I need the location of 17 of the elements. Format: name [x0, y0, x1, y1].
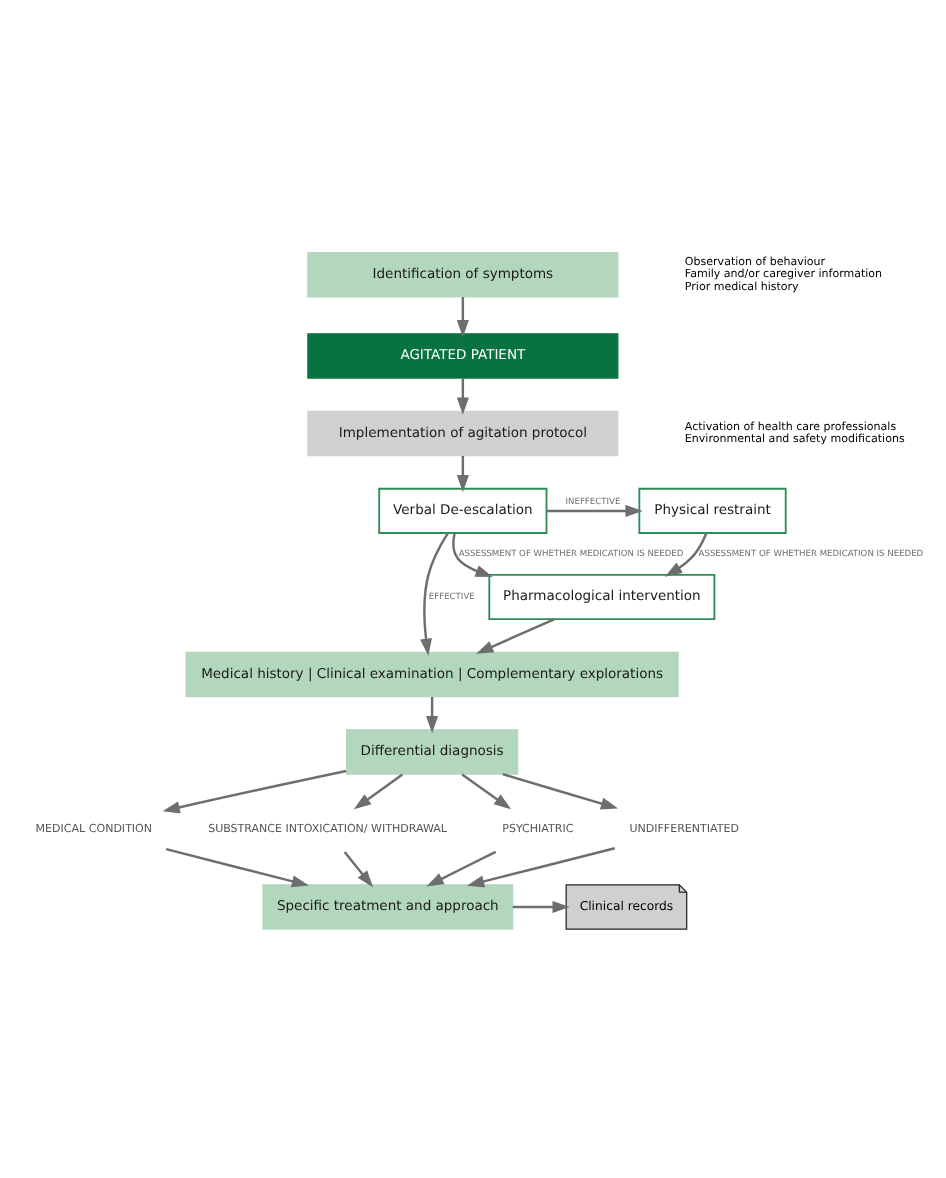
arrow [456, 455, 469, 493]
arrow [456, 297, 469, 338]
arrow [546, 504, 643, 517]
arrow [461, 773, 512, 810]
arrow [420, 532, 449, 656]
arrow [343, 851, 374, 888]
arrow [456, 378, 469, 415]
arrow [162, 769, 347, 814]
arrow [512, 900, 570, 913]
arrow [467, 847, 616, 888]
arrow [502, 773, 619, 810]
arrow [664, 532, 708, 577]
arrow [452, 533, 493, 577]
arrow [165, 847, 310, 888]
arrow [353, 773, 404, 810]
arrow [426, 697, 439, 734]
arrow [426, 850, 497, 887]
